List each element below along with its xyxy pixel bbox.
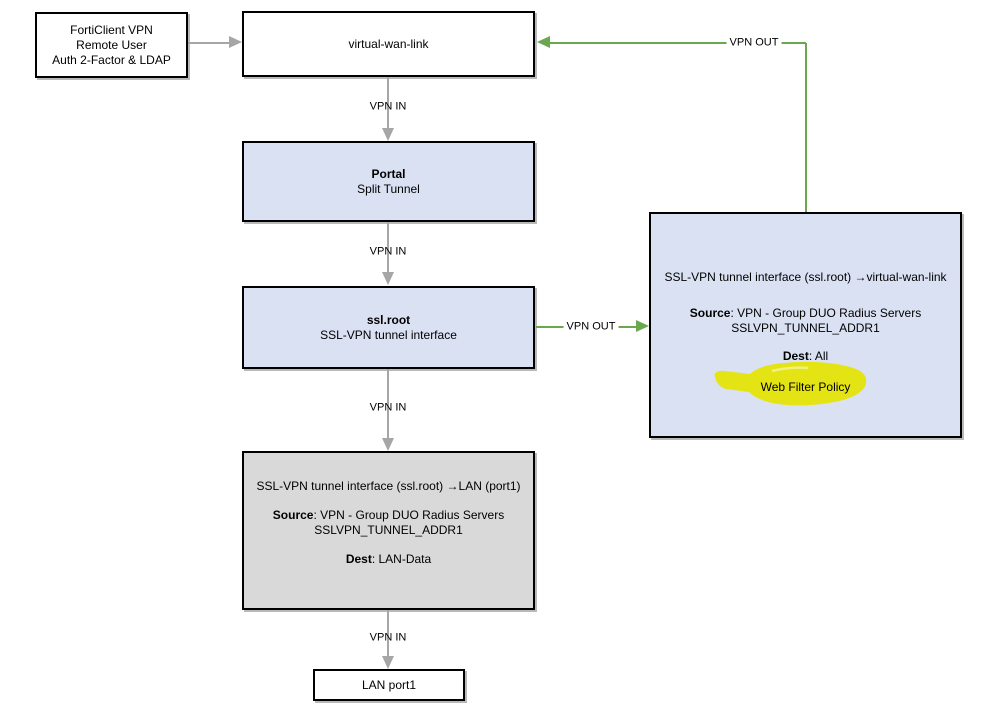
edge-label-vpn-out-mid: VPN OUT: [563, 320, 619, 334]
edge-vpn-in-3-line: [387, 369, 389, 438]
node-portal: Portal Split Tunnel: [242, 141, 535, 222]
edge-vpn-in-4-line: [387, 610, 389, 656]
node-policy-ssl-to-lan: SSL-VPN tunnel interface (ssl.root) →LAN…: [242, 451, 535, 610]
policy-wan-source-line2: SSLVPN_TUNNEL_ADDR1: [731, 321, 880, 335]
arrowhead-vpn-in-2: [382, 272, 394, 285]
edge-vpn-in-1-line: [387, 77, 389, 128]
policy-lan-dest: Dest: LAN-Data: [345, 552, 432, 566]
ssl-root-subtitle: SSL-VPN tunnel interface: [320, 327, 457, 342]
arrowhead-vpn-in-3: [382, 438, 394, 451]
ssl-root-title: ssl.root: [366, 312, 411, 327]
edge-vpn-in-2-line: [387, 222, 389, 272]
portal-subtitle: Split Tunnel: [357, 181, 420, 196]
node-policy-ssl-to-wan: SSL-VPN tunnel interface (ssl.root) →vir…: [649, 212, 962, 438]
forticlient-line3: Auth 2-Factor & LDAP: [52, 52, 171, 67]
arrowhead-vpn-out-top: [537, 36, 550, 48]
arrowhead-vpn-in-1: [382, 128, 394, 141]
edge-label-vpn-in-3: VPN IN: [369, 401, 407, 414]
edge-vpn-out-top-vertical-line: [805, 43, 807, 212]
node-virtual-wan-link: virtual-wan-link: [242, 11, 535, 77]
policy-wan-source: Source: VPN - Group DUO Radius Servers S…: [651, 306, 960, 336]
policy-lan-source: Source: VPN - Group DUO Radius Servers S…: [244, 508, 533, 538]
node-lan-port1: LAN port1: [313, 669, 465, 701]
forticlient-line1: FortiClient VPN: [70, 22, 153, 37]
edge-label-vpn-out-top: VPN OUT: [726, 36, 782, 50]
portal-title: Portal: [371, 166, 406, 181]
edge-label-vpn-in-4: VPN IN: [369, 631, 407, 644]
policy-wan-dest: Dest: All: [782, 349, 829, 363]
policy-wan-source-line1: Source: VPN - Group DUO Radius Servers: [689, 306, 922, 320]
arrowhead-vpn-in-4: [382, 656, 394, 669]
highlighter-blob: [714, 361, 867, 406]
policy-lan-source-line1: Source: VPN - Group DUO Radius Servers: [272, 508, 505, 522]
edge-label-vpn-in-2: VPN IN: [369, 245, 407, 258]
virtual-wan-link-label: virtual-wan-link: [348, 36, 429, 51]
policy-lan-title: SSL-VPN tunnel interface (ssl.root) →LAN…: [256, 479, 521, 493]
edge-label-vpn-in-1: VPN IN: [369, 100, 407, 113]
node-forticlient: FortiClient VPN Remote User Auth 2-Facto…: [35, 12, 188, 78]
arrowhead-vpn-out-mid: [636, 320, 649, 332]
arrowhead-forticlient-to-wan: [229, 36, 242, 48]
highlighter-blob-shape: [714, 361, 867, 406]
forticlient-line2: Remote User: [76, 37, 147, 52]
highlighter-streak: [771, 366, 809, 373]
lan-port1-label: LAN port1: [361, 677, 417, 692]
policy-lan-source-line2: SSLVPN_TUNNEL_ADDR1: [314, 523, 463, 537]
policy-wan-title: SSL-VPN tunnel interface (ssl.root) →vir…: [664, 270, 947, 284]
edge-vpn-out-top-horizontal-line: [550, 42, 806, 44]
edge-forticlient-to-wan-line: [188, 42, 229, 44]
web-filter-policy-label: Web Filter Policy: [760, 380, 851, 394]
node-ssl-root: ssl.root SSL-VPN tunnel interface: [242, 286, 535, 369]
